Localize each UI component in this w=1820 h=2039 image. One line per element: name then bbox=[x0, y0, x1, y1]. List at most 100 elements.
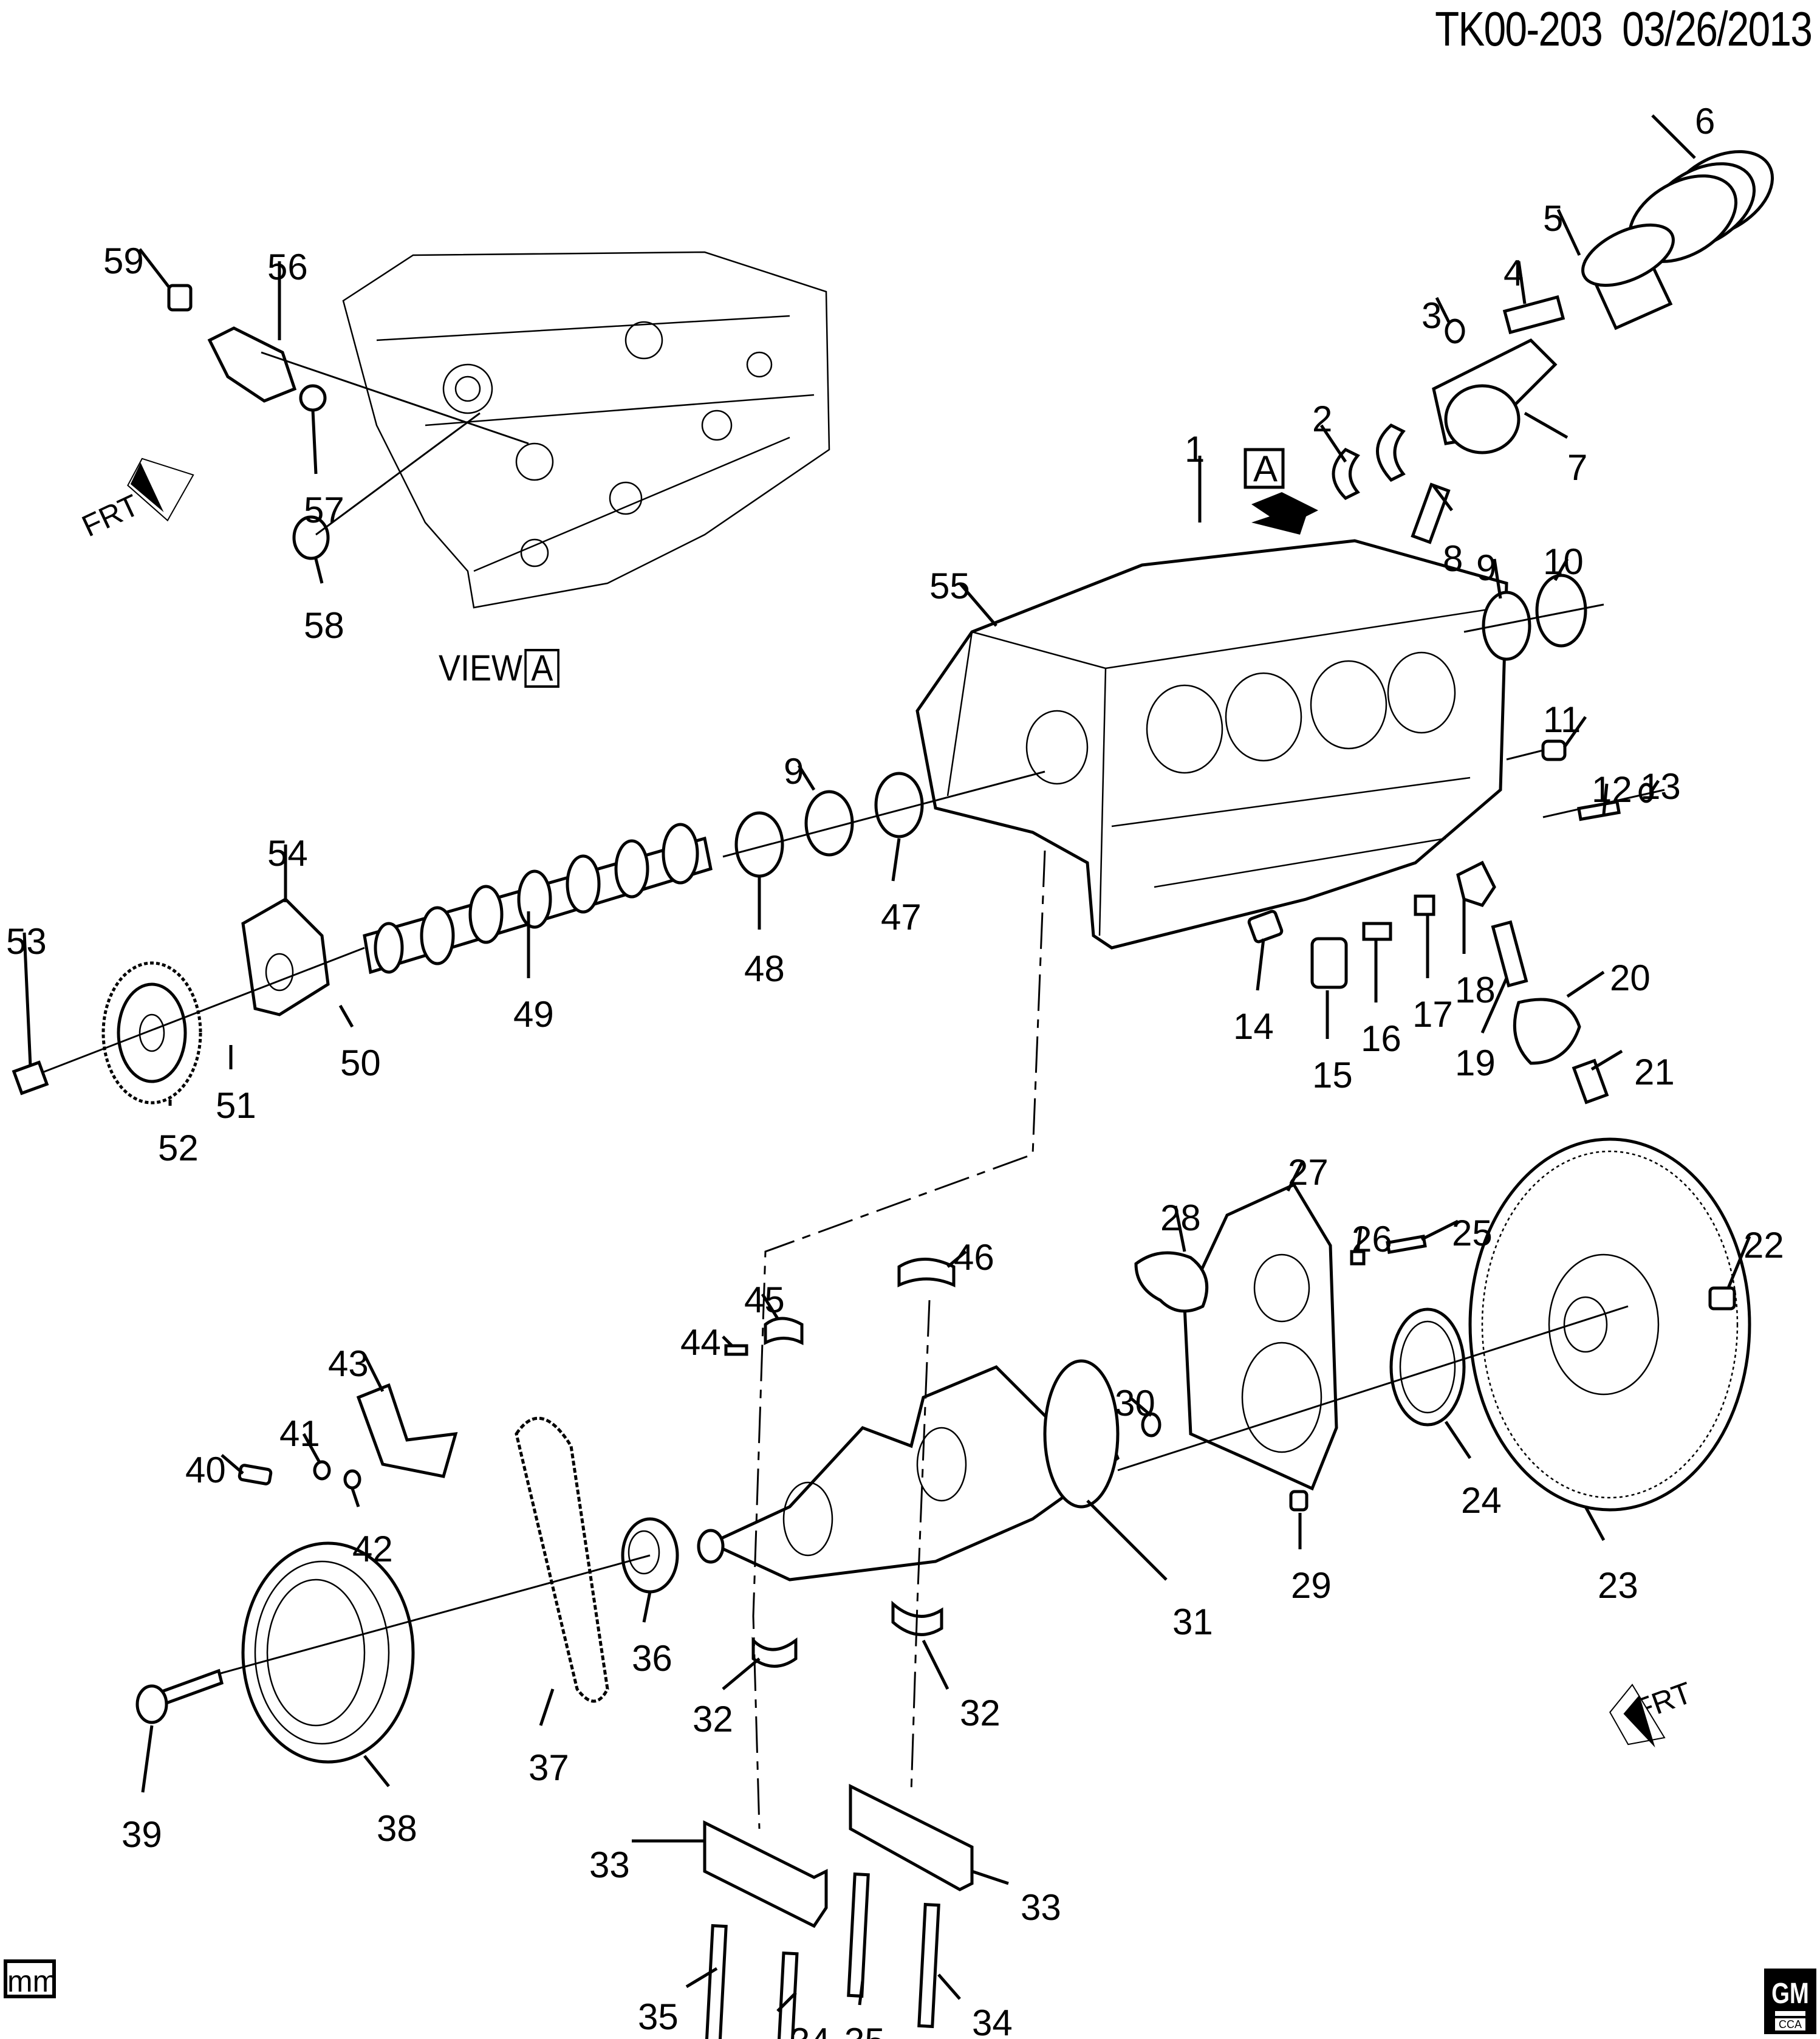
frt-arrow-icon-top: FRT bbox=[77, 457, 194, 543]
callout-28: 28 bbox=[1160, 1198, 1201, 1238]
callout-15: 15 bbox=[1312, 1055, 1353, 1095]
assembly-lines bbox=[752, 850, 1046, 1829]
leader-line-13 bbox=[1651, 780, 1660, 791]
callout-8: 8 bbox=[1443, 538, 1463, 579]
cam-bolt bbox=[12, 947, 365, 1095]
leader-line-47 bbox=[891, 838, 901, 882]
leader-line-3 bbox=[1435, 296, 1451, 323]
callout-1: 1 bbox=[1185, 429, 1205, 470]
callout-48: 48 bbox=[744, 948, 785, 989]
callout-5: 5 bbox=[1543, 198, 1563, 239]
callout-32: 32 bbox=[960, 1693, 1001, 1733]
leader-line-39 bbox=[141, 1725, 154, 1793]
leader-line-50 bbox=[338, 1004, 354, 1028]
cam-sprocket bbox=[101, 961, 202, 1105]
callout-12: 12 bbox=[1592, 769, 1632, 810]
callout-2: 2 bbox=[1312, 399, 1332, 439]
leader-line-11 bbox=[1562, 716, 1587, 749]
callout-9: 9 bbox=[1476, 547, 1496, 588]
diagram-header: TK00-203 03/26/2013 bbox=[1434, 1, 1813, 57]
callout-37: 37 bbox=[529, 1747, 569, 1788]
leader-line-55 bbox=[959, 582, 997, 627]
leader-line-31 bbox=[1086, 1499, 1168, 1581]
callout-13: 13 bbox=[1640, 766, 1681, 807]
callout-47: 47 bbox=[881, 897, 922, 937]
callout-16: 16 bbox=[1361, 1018, 1401, 1059]
callout-33: 33 bbox=[589, 1845, 630, 1885]
frt-label-top: FRT bbox=[77, 488, 144, 543]
leader-line-35 bbox=[685, 1967, 718, 1989]
leader-line-22 bbox=[1726, 1236, 1751, 1289]
callout-11: 11 bbox=[1543, 699, 1581, 740]
leader-line-32 bbox=[722, 1657, 761, 1690]
leader-line-34 bbox=[776, 1992, 797, 2012]
callout-21: 21 bbox=[1634, 1052, 1675, 1092]
main-bearings-upper bbox=[1463, 574, 1604, 661]
callout-52: 52 bbox=[158, 1128, 199, 1168]
callout-42: 42 bbox=[352, 1529, 393, 1569]
leader-line-6 bbox=[1651, 114, 1696, 159]
callout-56: 56 bbox=[267, 247, 308, 287]
view-label-text: VIEW bbox=[439, 648, 523, 688]
leader-line-9 bbox=[797, 764, 816, 791]
leader-line-34 bbox=[937, 1973, 961, 2000]
rear-cover-gasket bbox=[1134, 1251, 1209, 1313]
leader-line-44 bbox=[722, 1335, 733, 1347]
diagram-id: TK00-203 bbox=[1434, 2, 1603, 56]
callout-34: 34 bbox=[972, 2003, 1013, 2039]
view-a-arrow: A bbox=[1244, 448, 1318, 535]
leader-line-26 bbox=[1356, 1227, 1363, 1252]
cam-bearings bbox=[722, 770, 1045, 878]
callout-45: 45 bbox=[744, 1280, 785, 1320]
rod-bearings bbox=[1332, 423, 1406, 501]
diagram-date: 03/26/2013 bbox=[1622, 2, 1813, 56]
callout-18: 18 bbox=[1455, 970, 1496, 1010]
callout-10: 10 bbox=[1543, 541, 1584, 582]
callout-27: 27 bbox=[1288, 1152, 1329, 1193]
connecting-rod bbox=[1411, 338, 1558, 544]
callout-26: 26 bbox=[1352, 1219, 1392, 1259]
frt-arrow-icon-bottom: FRT bbox=[1609, 1675, 1696, 1748]
camshaft bbox=[363, 823, 713, 975]
leader-line-14 bbox=[1256, 938, 1265, 991]
view-label-ref: A bbox=[524, 649, 560, 688]
piston-pin bbox=[1445, 295, 1565, 344]
leader-line-27 bbox=[1286, 1159, 1305, 1192]
callout-25: 25 bbox=[1452, 1213, 1493, 1253]
flexplate-bolt bbox=[1708, 1286, 1736, 1311]
leader-line-41 bbox=[302, 1433, 321, 1462]
chain-tensioner bbox=[238, 1383, 458, 1490]
callout-3: 3 bbox=[1421, 295, 1442, 336]
units-badge: mm bbox=[4, 1959, 58, 1998]
leader-line-8 bbox=[1432, 485, 1453, 512]
leader-line-57 bbox=[311, 410, 318, 475]
callout-29: 29 bbox=[1291, 1565, 1332, 1606]
leader-line-37 bbox=[539, 1688, 555, 1726]
leader-line-4 bbox=[1517, 261, 1527, 304]
flexplate bbox=[1468, 1137, 1751, 1512]
leader-line-21 bbox=[1590, 1049, 1623, 1071]
balancer-bolt bbox=[135, 1554, 651, 1724]
callout-43: 43 bbox=[328, 1343, 369, 1384]
leader-line-9 bbox=[1493, 558, 1502, 599]
callout-17: 17 bbox=[1412, 994, 1453, 1035]
small-rear-parts bbox=[1141, 1235, 1427, 1512]
leader-line-45 bbox=[761, 1293, 779, 1320]
cam-sensor bbox=[167, 284, 529, 560]
callout-44: 44 bbox=[680, 1322, 721, 1363]
callout-41: 41 bbox=[279, 1413, 320, 1454]
gm-logo-brand: GM bbox=[1771, 1978, 1809, 2010]
piston bbox=[1581, 223, 1675, 331]
leader-line-43 bbox=[363, 1354, 385, 1393]
view-a-arrow-label: A bbox=[1253, 448, 1278, 489]
callout-35: 35 bbox=[844, 2021, 885, 2039]
callout-55: 55 bbox=[929, 566, 970, 606]
callout-31: 31 bbox=[1172, 1602, 1213, 1642]
callout-4: 4 bbox=[1504, 253, 1524, 293]
callout-6: 6 bbox=[1695, 101, 1715, 142]
rear-cover bbox=[1183, 1182, 1338, 1491]
main-cap-bolts bbox=[705, 1872, 940, 2039]
callout-54: 54 bbox=[267, 833, 308, 874]
callout-53: 53 bbox=[6, 921, 47, 962]
leader-line-7 bbox=[1524, 411, 1569, 439]
